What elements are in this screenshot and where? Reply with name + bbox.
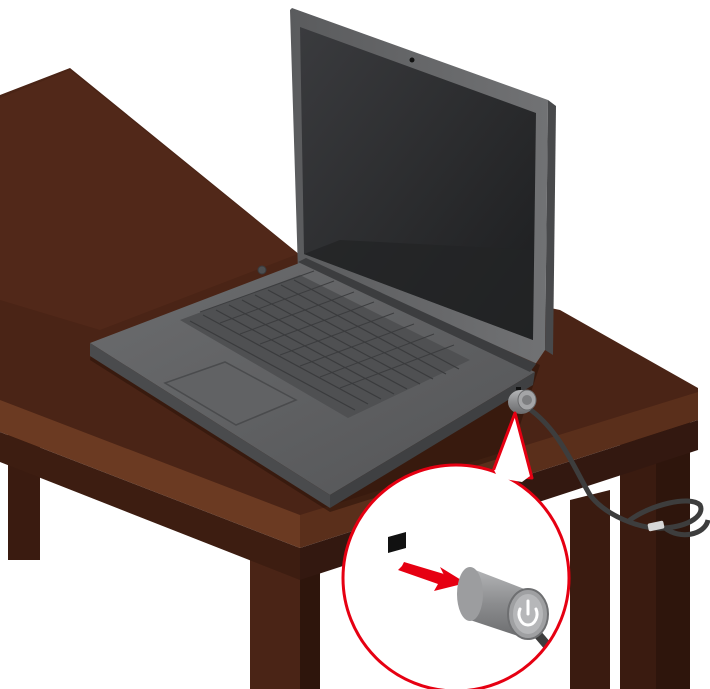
table-leg-front-right	[570, 490, 610, 689]
webcam	[410, 58, 415, 63]
power-button	[258, 266, 266, 274]
laptop-lock-slot	[516, 387, 521, 390]
